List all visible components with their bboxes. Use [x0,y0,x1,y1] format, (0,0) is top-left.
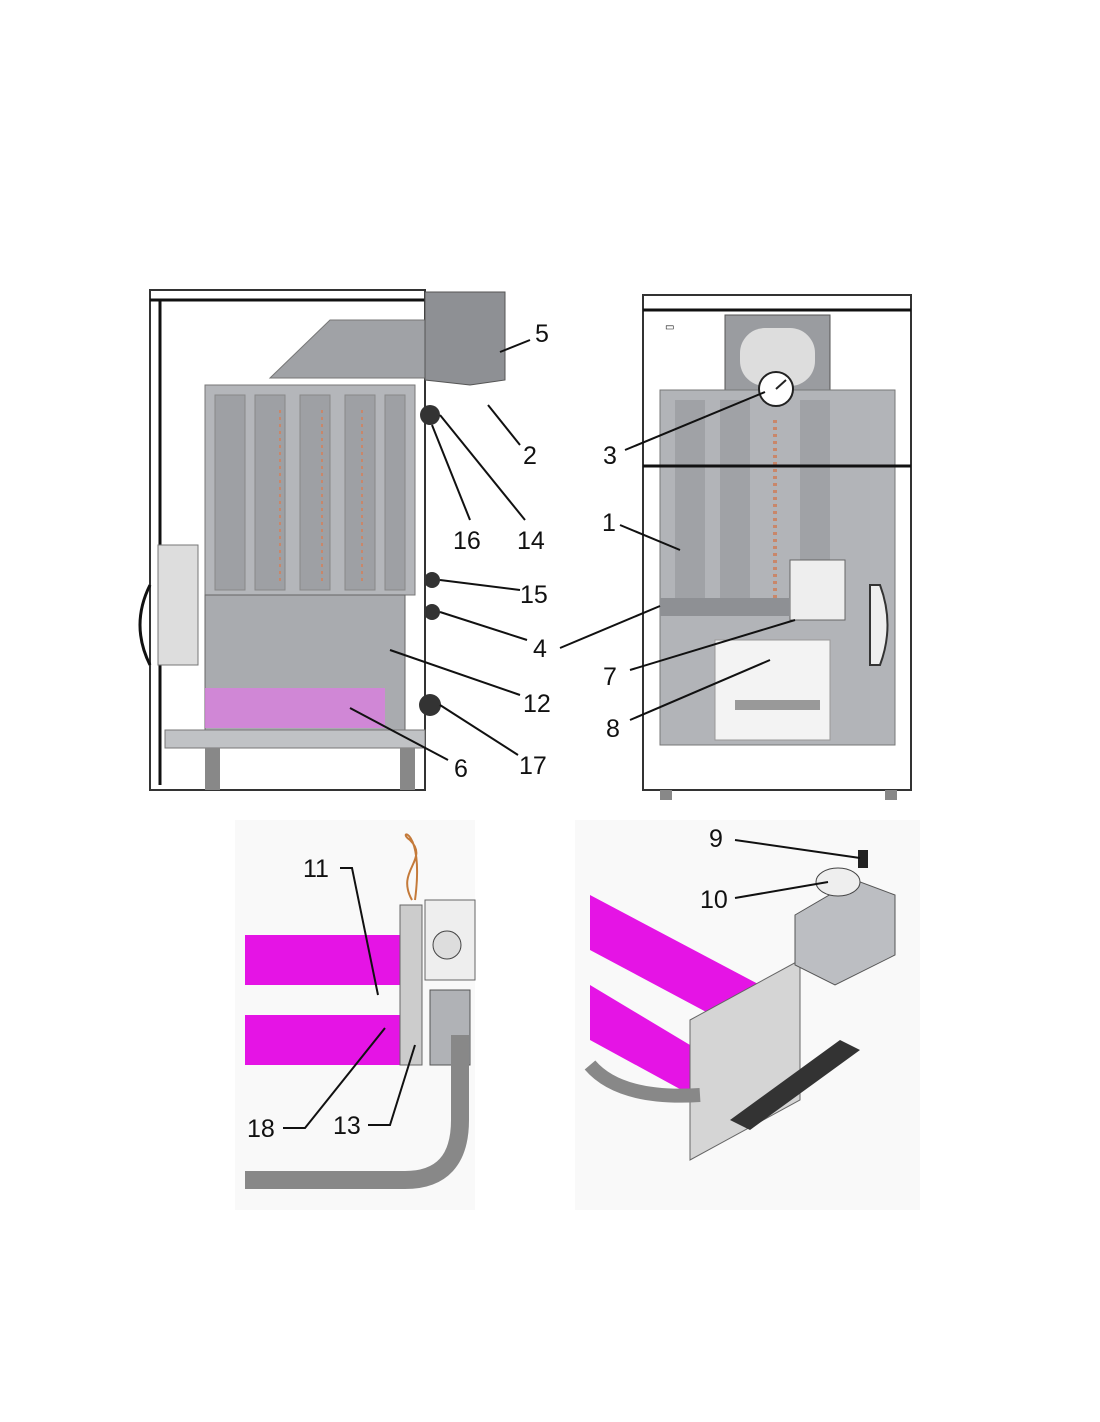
callout-2: 2 [523,442,537,470]
callout-7: 7 [603,663,617,691]
callout-13: 13 [333,1112,361,1140]
callout-4: 4 [533,635,547,663]
callout-17: 17 [519,752,547,780]
callouts: 1 2 3 4 5 6 7 8 9 10 11 12 13 14 15 16 1… [247,320,861,1143]
callout-16: 16 [453,527,481,555]
logo: ▭ [665,322,674,333]
callout-12: 12 [523,690,551,718]
callout-3: 3 [603,442,617,470]
callout-11: 11 [303,855,329,883]
callout-14: 14 [517,527,545,555]
callout-5: 5 [535,320,549,348]
front-view: ▭ [642,294,912,800]
callout-9: 9 [709,825,723,853]
callout-8: 8 [606,715,620,743]
callout-1: 1 [602,509,616,537]
callout-15: 15 [520,581,548,609]
burner-detail-right [575,820,920,1210]
callout-10: 10 [700,886,728,914]
callout-18: 18 [247,1115,275,1143]
side-view [138,289,506,791]
callout-6: 6 [454,755,468,783]
